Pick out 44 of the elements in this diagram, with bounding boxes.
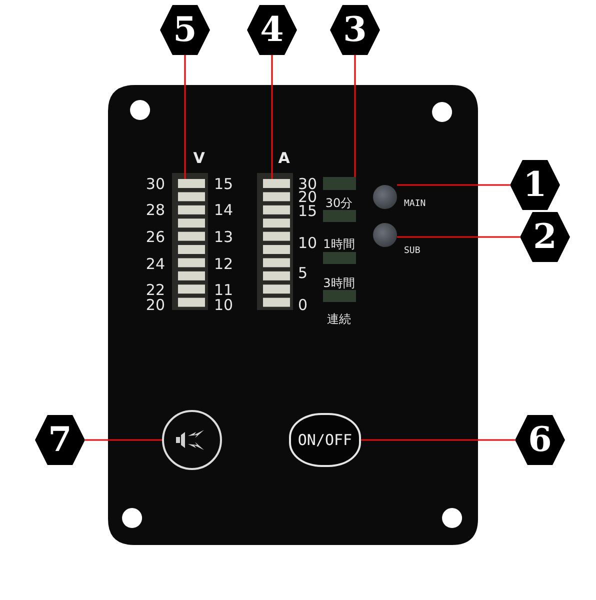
callout-number: 2: [520, 212, 570, 262]
leader-line: [354, 55, 356, 177]
callout-number: 7: [35, 415, 85, 465]
scale-number: 15: [298, 203, 318, 219]
led-label: SUB: [404, 245, 420, 258]
scale-number: 15: [214, 176, 234, 192]
scale-number: 12: [214, 256, 234, 272]
indicator-lamp: [323, 177, 356, 190]
led-segment: [178, 179, 205, 188]
timer-label: 1時間: [323, 236, 355, 252]
scale-number: 11: [214, 282, 234, 298]
scale-number: 28: [146, 202, 165, 218]
scale-number: 22: [146, 282, 165, 298]
meter-heading: A: [278, 150, 290, 166]
callout-number: 6: [515, 415, 565, 465]
scale-number: 30: [298, 176, 318, 192]
scale-number: 14: [214, 202, 234, 218]
round-button: [162, 410, 222, 470]
callout-number: 1: [510, 160, 560, 210]
scale-number: 10: [214, 297, 234, 313]
meter-heading: V: [193, 150, 205, 166]
timer-label: 3時間: [323, 275, 355, 291]
led-segment: [263, 179, 290, 188]
callout-number: 4: [247, 5, 297, 55]
scale-number: 20: [146, 297, 165, 313]
timer-label: 連続: [327, 311, 351, 327]
leader-line: [361, 439, 515, 441]
leader-line: [184, 55, 186, 179]
timer-label: 30分: [325, 195, 353, 211]
leader-line: [397, 236, 520, 238]
scale-number: 24: [146, 256, 165, 272]
scale-number: 0: [298, 297, 308, 313]
scale-number: 20: [298, 189, 318, 205]
scale-number: 26: [146, 229, 165, 245]
callout-number: 3: [330, 5, 380, 55]
callout-number: 5: [160, 5, 210, 55]
scale-number: 10: [298, 235, 318, 251]
led-label: MAIN: [404, 198, 426, 211]
scale-number: 5: [298, 265, 308, 281]
scale-number: 30: [146, 176, 165, 192]
scale-number: 13: [214, 229, 234, 245]
leader-line: [271, 55, 273, 179]
leader-line: [85, 439, 162, 441]
leader-line: [397, 184, 510, 186]
